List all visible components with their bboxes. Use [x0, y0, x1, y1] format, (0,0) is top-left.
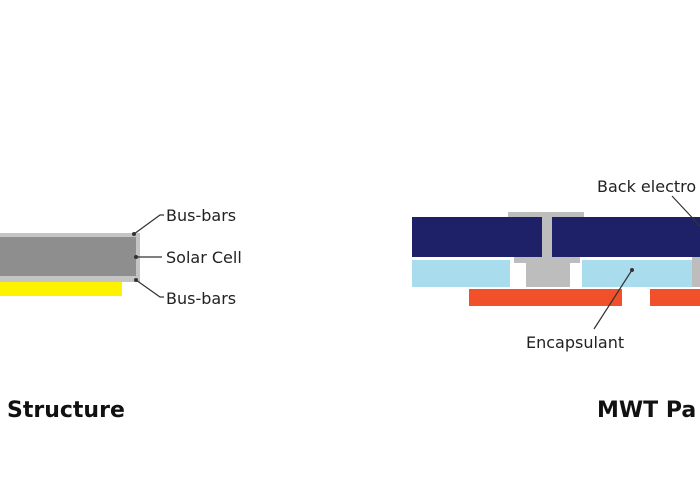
leader-line-bottom-busbars [135, 279, 164, 298]
mwt-backsheet-foil-left [469, 289, 622, 306]
label-encapsulant: Encapsulant [526, 333, 624, 352]
mwt-via-contact-cap [514, 257, 580, 263]
mwt-via-lower [526, 263, 570, 287]
mwt-encapsulant-right [582, 260, 692, 287]
mwt-top-contact [508, 212, 584, 217]
right-panel-title: MWT Pa [597, 398, 696, 423]
mwt-cell-layer-left [412, 217, 542, 257]
leader-line-top-busbars [133, 214, 164, 235]
mwt-backsheet-foil-right [650, 289, 700, 306]
mwt-via-upper [542, 217, 552, 257]
left-solar-cell-layer [0, 237, 136, 277]
right-mwt-diagram: Back electro Encapsulant MWT Pa [412, 177, 700, 423]
label-top-busbars: Bus-bars [166, 206, 236, 225]
left-top-busbar-layer [0, 233, 140, 237]
leader-line-encapsulant [593, 269, 633, 330]
label-solar-cell: Solar Cell [166, 248, 242, 267]
label-back-electrode: Back electro [597, 177, 696, 196]
left-cell-frame-bottom [0, 276, 140, 282]
label-bottom-busbars: Bus-bars [166, 289, 236, 308]
left-panel-title: Structure [7, 398, 125, 423]
mwt-cell-layer-right [552, 217, 700, 257]
left-bottom-busbar-layer [0, 282, 122, 296]
mwt-encapsulant-left [412, 260, 510, 287]
left-structure-diagram: Bus-bars Solar Cell Bus-bars Structure [0, 206, 242, 423]
leader-line-back-electrode [671, 195, 700, 227]
mwt-back-contact-right [692, 257, 700, 287]
